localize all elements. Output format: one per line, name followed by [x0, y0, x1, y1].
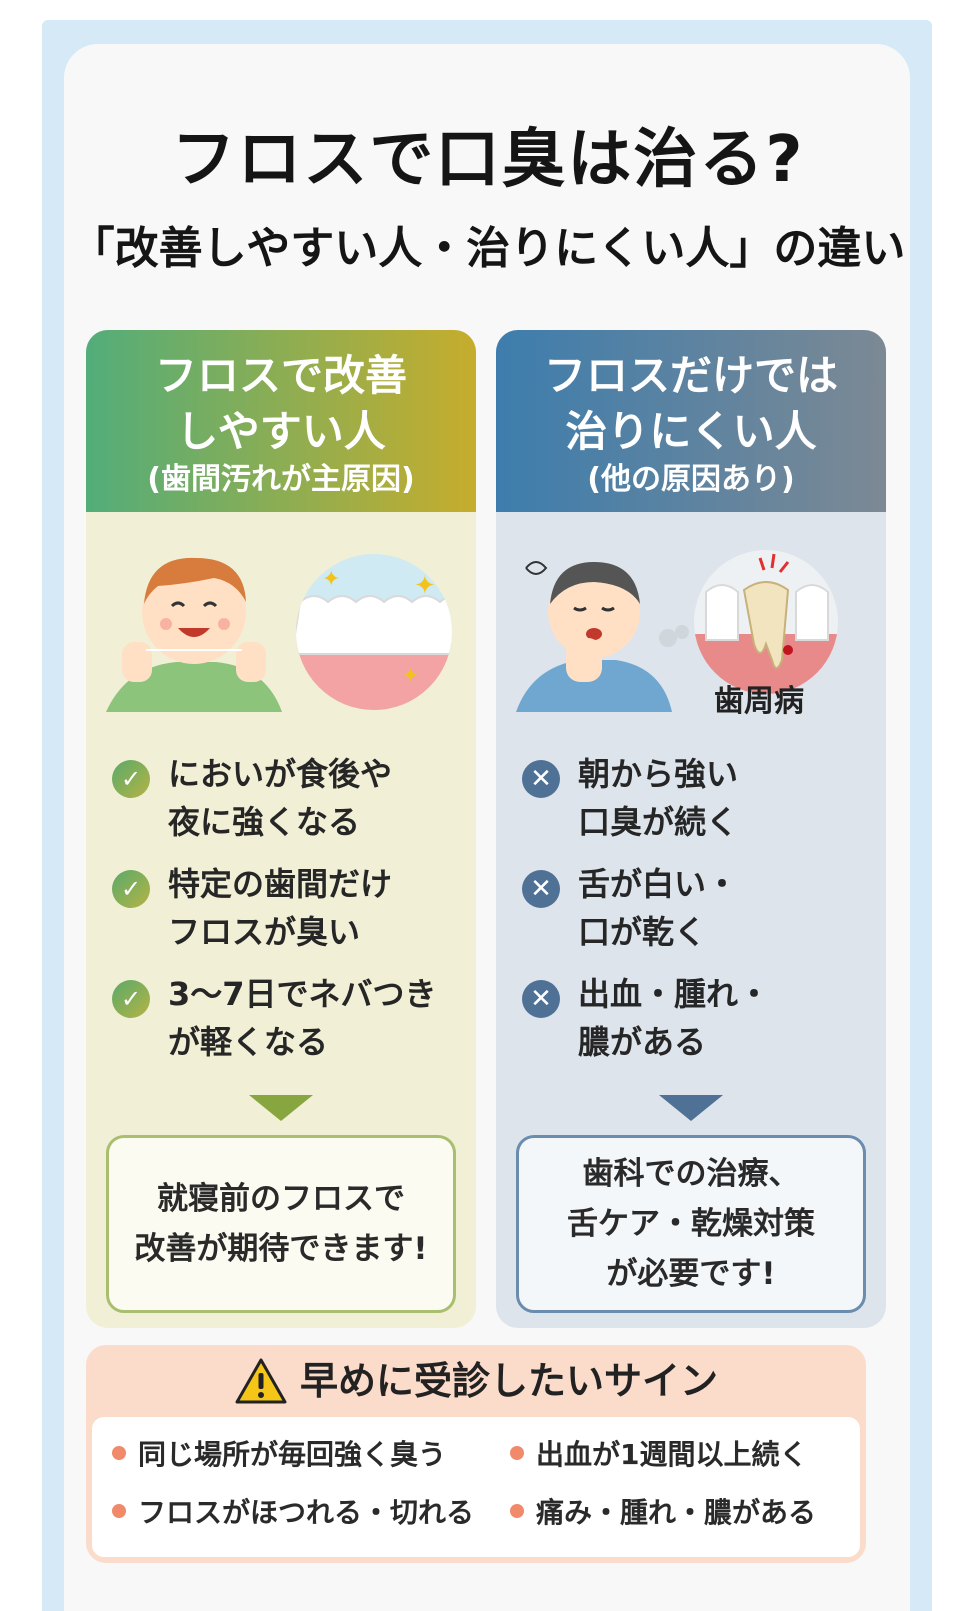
- improvable-list: ✓ においが食後や 夜に強くなる ✓ 特定の歯間だけ フロスが臭い ✓ 3〜7日…: [86, 750, 476, 1080]
- page-subtitle: 「改善しやすい人・治りにくい人」の違い: [70, 223, 906, 274]
- cross-icon: ✕: [522, 980, 560, 1018]
- down-arrow-icon: [249, 1095, 313, 1121]
- page-title: フロスで口臭は治る?: [171, 123, 805, 197]
- improvable-column: フロスで改善 しやすい人 (歯間汚れが主原因) ✦ ✦ ✦ ✓ においが食後や …: [86, 330, 476, 1328]
- warning-item: 出血が1週間以上続く: [510, 1435, 807, 1475]
- warning-list: 同じ場所が毎回強く臭う 出血が1週間以上続く フロスがほつれる・切れる 痛み・腫…: [92, 1417, 860, 1557]
- bullet-icon: [112, 1446, 126, 1460]
- warning-signs-box: 早めに受診したいサイン 同じ場所が毎回強く臭う 出血が1週間以上続く フロスがほ…: [86, 1345, 866, 1563]
- warning-icon: [235, 1358, 287, 1404]
- hard-to-cure-result: 歯科での治療、 舌ケア・乾燥対策 が必要です!: [516, 1135, 866, 1313]
- list-item: ✓ においが食後や 夜に強くなる: [86, 750, 476, 860]
- hard-to-cure-heading: フロスだけでは 治りにくい人: [543, 351, 838, 456]
- hard-to-cure-list: ✕ 朝から強い 口臭が続く ✕ 舌が白い・ 口が乾く ✕ 出血・腫れ・ 膿がある: [496, 750, 886, 1080]
- warning-item: 同じ場所が毎回強く臭う: [112, 1435, 446, 1475]
- bullet-icon: [510, 1446, 524, 1460]
- bullet-icon: [510, 1504, 524, 1518]
- check-icon: ✓: [112, 980, 150, 1018]
- list-item: ✕ 出血・腫れ・ 膿がある: [496, 970, 886, 1080]
- warning-item-text: フロスがほつれる・切れる: [138, 1496, 475, 1529]
- improvable-result: 就寝前のフロスで 改善が期待できます!: [106, 1135, 456, 1313]
- svg-text:✦: ✦: [402, 663, 419, 687]
- warning-title: 早めに受診したいサイン: [299, 1359, 718, 1403]
- warning-item: 痛み・腫れ・膿がある: [510, 1493, 816, 1533]
- list-item-text: 舌が白い・ 口が乾く: [578, 865, 739, 951]
- warning-item: フロスがほつれる・切れる: [112, 1493, 474, 1533]
- warning-item-text: 出血が1週間以上続く: [536, 1438, 808, 1471]
- down-arrow-icon: [659, 1095, 723, 1121]
- list-item-text: 朝から強い 口臭が続く: [578, 755, 739, 841]
- list-item-text: 特定の歯間だけ フロスが臭い: [168, 865, 393, 951]
- cross-icon: ✕: [522, 870, 560, 908]
- gum-disease-label: 歯周病: [714, 684, 804, 719]
- bad-breath-person-illustration: [516, 550, 838, 712]
- warning-item-text: 同じ場所が毎回強く臭う: [138, 1438, 447, 1471]
- warning-header: 早めに受診したいサイン: [86, 1345, 866, 1417]
- hard-to-cure-column: フロスだけでは 治りにくい人 (他の原因あり) 歯周病 ✕ 朝から強い 口臭が続…: [496, 330, 886, 1328]
- check-icon: ✓: [112, 870, 150, 908]
- warning-item-text: 痛み・腫れ・膿がある: [536, 1496, 817, 1529]
- cross-icon: ✕: [522, 760, 560, 798]
- list-item: ✕ 舌が白い・ 口が乾く: [496, 860, 886, 970]
- list-item: ✓ 特定の歯間だけ フロスが臭い: [86, 860, 476, 970]
- hard-to-cure-header: フロスだけでは 治りにくい人 (他の原因あり): [496, 330, 886, 512]
- flossing-person-illustration: ✦ ✦ ✦: [106, 554, 452, 712]
- list-item: ✕ 朝から強い 口臭が続く: [496, 750, 886, 860]
- improvable-header: フロスで改善 しやすい人 (歯間汚れが主原因): [86, 330, 476, 512]
- list-item-text: 出血・腫れ・ 膿がある: [578, 975, 771, 1061]
- svg-text:✦: ✦: [322, 567, 340, 592]
- check-icon: ✓: [112, 760, 150, 798]
- list-item-text: 3〜7日でネバつき が軽くなる: [168, 975, 437, 1061]
- improvable-subheading: (歯間汚れが主原因): [147, 462, 415, 497]
- list-item: ✓ 3〜7日でネバつき が軽くなる: [86, 970, 476, 1080]
- list-item-text: においが食後や 夜に強くなる: [168, 755, 393, 841]
- bullet-icon: [112, 1504, 126, 1518]
- svg-text:✦: ✦: [414, 571, 436, 601]
- hard-to-cure-subheading: (他の原因あり): [587, 462, 795, 497]
- improvable-heading: フロスで改善 しやすい人: [154, 351, 407, 456]
